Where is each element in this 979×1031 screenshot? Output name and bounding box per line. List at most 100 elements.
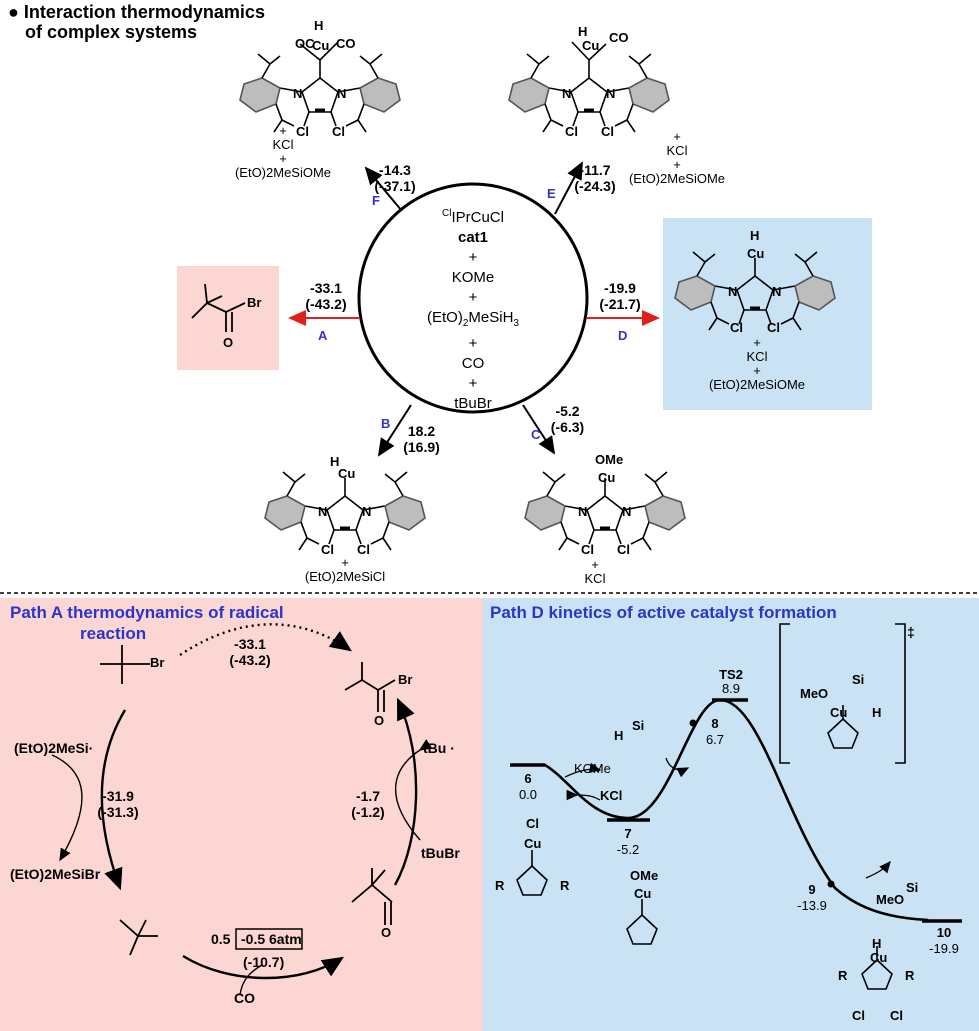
pathD-7-cl: Cl: [526, 816, 539, 831]
E-byproducts: +KCl+(EtO)2MeSiOMe: [628, 129, 726, 186]
center-circle: [357, 182, 589, 414]
pathA-tbubr: tBuBr: [421, 845, 460, 861]
B-atom-Cu: Cu: [338, 466, 356, 481]
C-atom-OMe: OMe: [595, 452, 624, 467]
pathD-ts-cu: Cu: [830, 705, 848, 720]
D-atom-Cl2: Cl: [767, 320, 780, 335]
nhc-complex-B: [264, 471, 426, 551]
F-byproducts: +KCl+(EtO)2MeSiOMe: [234, 123, 332, 180]
D-atom-Cl1: Cl: [730, 320, 743, 335]
A-atom-Br: Br: [247, 295, 262, 310]
path-E-values: -11.7(-24.3): [574, 162, 616, 194]
pathD-ts-h: H: [872, 705, 882, 720]
D-atom-Cu: Cu: [747, 246, 765, 261]
pathD-7b-ome: OMe: [630, 868, 659, 883]
path-B-values: 18.2(16.9): [403, 423, 440, 455]
pathA-co: CO: [234, 990, 255, 1006]
B-byproducts: +(EtO)2MeSiCl: [304, 555, 386, 584]
pathD-panel: [483, 598, 979, 1031]
D-atom-H: H: [750, 228, 760, 243]
nhc-complex-F: [239, 53, 401, 133]
pathD-point-7: 7-5.2: [616, 826, 640, 857]
E-atom-N2: N: [606, 86, 616, 101]
E-atom-H: H: [578, 24, 588, 39]
F-atom-Cu: Cu: [312, 38, 330, 53]
pathA-br-1: Br: [150, 655, 165, 670]
pathD-7b-cu: Cu: [634, 886, 652, 901]
pathD-point-10: 10-19.9: [929, 925, 959, 956]
pathA-o-2: O: [381, 925, 392, 940]
path-D-values: -19.9(-21.7): [599, 280, 641, 312]
F-atom-Cl1: Cl: [296, 124, 309, 139]
pathA-left-values: -31.9(-31.3): [97, 788, 139, 820]
A-atom-O: O: [223, 335, 234, 350]
path-D-label: D: [618, 328, 628, 343]
pathD-10-R2: R: [905, 968, 915, 983]
nhc-7-ring: [516, 864, 548, 896]
F-atom-N2: N: [337, 86, 347, 101]
pathD-kcl: KCl: [600, 788, 623, 803]
D-byproducts: +KCl+(EtO)2MeSiOMe: [708, 335, 806, 392]
pathD-profile: [510, 698, 962, 923]
pathD-product-meo: MeO: [876, 892, 905, 907]
C-atom-N2: N: [622, 504, 632, 519]
tBuBr-structure: [100, 645, 150, 684]
path-E-label: E: [547, 186, 556, 201]
cat-label: cat1: [457, 229, 489, 246]
C-atom-Cu: Cu: [598, 470, 616, 485]
bottom-value-box: [235, 928, 303, 950]
acyl-bromide-product: [344, 662, 396, 712]
D-atom-N2: N: [772, 284, 782, 299]
pathA-top-values: -33.1(-43.2): [229, 636, 271, 668]
pathA-tbu-radical: tBu ·: [423, 740, 455, 756]
plus-1: +: [468, 249, 478, 266]
pathD-10-R1: R: [838, 968, 848, 983]
reagent-tbubr: tBuBr: [454, 395, 492, 412]
header-title-line1: Interaction thermodynamics: [23, 2, 265, 22]
path-B-label: B: [381, 416, 391, 431]
B-atom-H: H: [330, 454, 340, 469]
pathA-bottom-value: 0.5: [211, 931, 231, 947]
E-atom-Cl2: Cl: [601, 124, 614, 139]
F-atom-Cl2: Cl: [332, 124, 345, 139]
pathD-ts-si: Si: [852, 672, 865, 687]
pathA-silyl-bromide: (EtO)2MeSiBr: [10, 866, 101, 882]
pivaloyl-bromide-A: [191, 283, 246, 332]
pathA-cycle: [51, 623, 433, 996]
pathD-title: Path D kinetics of active catalyst forma…: [490, 603, 837, 622]
cat-name: IPrCuCl: [451, 209, 504, 226]
header-bullet: ●: [8, 2, 19, 22]
pathD-10-cl1: Cl: [852, 1008, 865, 1023]
pathD-silane-si: Si: [632, 718, 645, 733]
pathD-7-R2: R: [560, 878, 570, 893]
pathD-7-R1: R: [495, 878, 505, 893]
arrow-B: [377, 404, 412, 457]
F-atom-OC: OC: [295, 36, 315, 51]
C-atom-Cl1: Cl: [581, 542, 594, 557]
F-atom-H: H: [314, 18, 324, 33]
path-A-label: A: [318, 328, 328, 343]
path-C-values: -5.2(-6.3): [550, 403, 585, 435]
header-title-line2: of complex systems: [25, 22, 198, 42]
reagent-co: CO: [461, 355, 485, 372]
pathD-komE: KOMe: [574, 761, 611, 776]
nhc-7b-ring: [626, 913, 658, 945]
nhc-10-ring: [861, 958, 893, 990]
pathD-10-cl2: Cl: [890, 1008, 903, 1023]
center-reactants: ClIPrCuCl cat1 + KOMe + (EtO)2MeSiH3 + C…: [383, 204, 563, 414]
nhc-complex-C: [524, 471, 686, 551]
pathA-silyl-radical: (EtO)2MeSi·: [14, 740, 94, 756]
C-byproducts: +KCl: [584, 557, 606, 586]
plus-4: +: [468, 375, 478, 392]
pathA-bottom-value2: (-10.7): [243, 954, 285, 970]
nhc-complex-D: [674, 251, 836, 331]
E-atom-CO: CO: [609, 30, 629, 45]
E-atom-Cl1: Cl: [565, 124, 578, 139]
B-atom-Cl1: Cl: [321, 542, 334, 557]
arrow-F: [364, 166, 403, 212]
tBu-radical-structure: [119, 919, 158, 956]
